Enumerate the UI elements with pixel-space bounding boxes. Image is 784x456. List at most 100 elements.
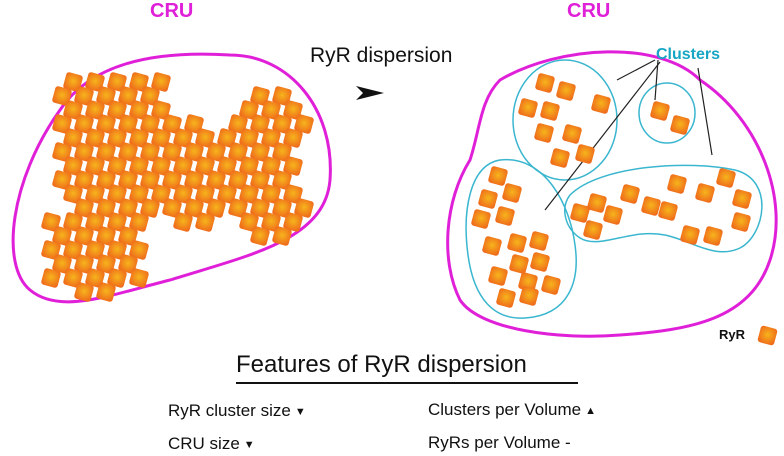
ryr-icon: [151, 184, 171, 204]
ryr-icon: [184, 114, 204, 134]
ryr-icon: [519, 286, 539, 306]
ryr-icon: [173, 184, 193, 204]
ryr-icon: [85, 240, 105, 260]
ryr-icon: [680, 225, 700, 245]
feature-text: RyR cluster size: [168, 401, 291, 420]
ryr-icon: [250, 170, 270, 190]
ryr-icon: [228, 170, 248, 190]
ryr-icon: [550, 148, 570, 168]
clusters-label: Clusters: [656, 46, 721, 63]
ryr-icon: [541, 275, 561, 295]
ryr-icon: [239, 100, 259, 120]
ryr-icon: [620, 184, 640, 204]
ryr-icon: [228, 142, 248, 162]
ryr-icon: [562, 124, 582, 144]
ryr-icon: [184, 142, 204, 162]
ryr-icon: [283, 184, 303, 204]
ryr-icon: [140, 198, 160, 218]
ryr-icon: [107, 128, 127, 148]
ryr-icon: [129, 128, 149, 148]
ryr-icon: [217, 128, 237, 148]
ryr-icon: [74, 282, 94, 302]
ryr-icon: [52, 254, 72, 274]
ryr-icon: [107, 212, 127, 232]
ryr-icon: [107, 184, 127, 204]
ryr-icon: [63, 100, 83, 120]
ryr-icon: [173, 156, 193, 176]
ryr-icon: [587, 193, 607, 213]
ryr-icon: [85, 268, 105, 288]
feature-cru-size: CRU size▼: [168, 434, 255, 454]
ryr-icon: [670, 115, 690, 135]
ryr-icon: [74, 226, 94, 246]
ryr-icon: [63, 72, 83, 92]
ryr-icon: [162, 142, 182, 162]
ryr-icon: [667, 174, 687, 194]
ryr-icon: [96, 254, 116, 274]
ryr-icon: [96, 226, 116, 246]
ryr-icon: [250, 142, 270, 162]
ryr-icon: [162, 114, 182, 134]
ryr-icon: [217, 156, 237, 176]
ryr-icon: [129, 184, 149, 204]
ryr-icon: [85, 156, 105, 176]
features-heading: Features of RyR dispersion: [236, 351, 527, 378]
ryr-icon: [63, 156, 83, 176]
ryr-icon: [52, 86, 72, 106]
feature-text: Clusters per Volume: [428, 400, 582, 419]
ryr-icon: [250, 198, 270, 218]
ryr-icon: [85, 100, 105, 120]
up-arrow-icon: ▲: [585, 405, 596, 417]
ryr-icon: [41, 268, 61, 288]
ryr-icon: [206, 142, 226, 162]
ryr-icon: [641, 196, 661, 216]
ryr-icon: [96, 86, 116, 106]
ryr-icon: [239, 156, 259, 176]
ryr-icon: [85, 72, 105, 92]
ryr-icon: [239, 184, 259, 204]
down-arrow-icon: ▼: [294, 406, 306, 418]
down-arrow-icon: ▼: [243, 439, 255, 451]
ryr-icon: [74, 86, 94, 106]
cluster-outline-upper-left: [512, 59, 618, 181]
features-underline: [236, 382, 578, 384]
ryr-icon: [140, 114, 160, 134]
ryr-icon: [731, 212, 751, 232]
ryr-icon: [74, 142, 94, 162]
ryr-icon: [140, 142, 160, 162]
ryr-icon: [85, 184, 105, 204]
cluster-outline-right: [564, 164, 763, 253]
ryr-icon: [63, 240, 83, 260]
ryr-icon: [52, 142, 72, 162]
ryr-icon: [272, 86, 292, 106]
ryr-icon: [63, 184, 83, 204]
ryr-icon: [217, 184, 237, 204]
ryr-icon: [118, 142, 138, 162]
ryr-icon: [261, 184, 281, 204]
cluster-outline-bottom-left: [465, 159, 577, 319]
ryr-icon: [151, 156, 171, 176]
ryr-icon: [695, 183, 715, 203]
ryr-icon: [96, 114, 116, 134]
ryr-legend-swatch: [757, 325, 778, 346]
ryr-icon: [96, 282, 116, 302]
ryr-icon: [540, 101, 560, 121]
ryr-icon: [173, 128, 193, 148]
ryr-icon: [502, 183, 522, 203]
ryr-icon: [272, 142, 292, 162]
ryr-icon: [488, 166, 508, 186]
ryr-icon: [530, 252, 550, 272]
ryr-icon: [129, 72, 149, 92]
ryr-icon: [478, 189, 498, 209]
ryr-icon: [471, 209, 491, 229]
ryr-icon: [507, 233, 527, 253]
ryr-icon: [52, 170, 72, 190]
feature-text: CRU size: [168, 434, 240, 453]
ryr-icon: [129, 156, 149, 176]
ryr-icon: [173, 212, 193, 232]
ryr-icon: [63, 128, 83, 148]
ryr-icon: [488, 266, 508, 286]
ryr-icon: [272, 226, 292, 246]
ryr-icon: [74, 114, 94, 134]
